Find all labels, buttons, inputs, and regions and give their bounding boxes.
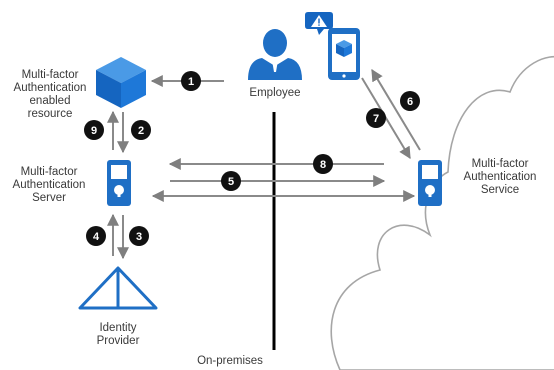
step-badge-8: 8 [313,154,333,174]
on-premises-label: On-premises [197,355,263,367]
identity-provider-label: Identity Provider [96,322,140,347]
step-badge-3: 3 [129,226,149,246]
step-badge-2: 2 [131,120,151,140]
step-badge-9: 9 [84,120,104,140]
pyramid-icon [78,266,158,310]
mobile-phone-icon [328,28,360,80]
blue-cube-icon [96,57,146,108]
step-badge-7: 7 [366,108,386,128]
warning-triangle-icon [305,12,333,35]
svg-text:2: 2 [138,125,144,137]
step-badge-4: 4 [86,226,106,246]
secure-phone-icon [418,160,442,206]
employee-label: Employee [249,87,301,99]
server-label: Multi-factor Authentication Server [12,166,86,204]
svg-text:4: 4 [93,231,100,243]
arrow-step-6 [371,68,421,151]
cloud-outline [330,56,554,370]
svg-text:8: 8 [320,159,326,171]
step-badge-6: 6 [400,91,420,111]
step-badge-5: 5 [221,171,241,191]
resource-label: Multi-factor Authentication enabled reso… [13,69,87,120]
svg-text:6: 6 [407,96,413,108]
step-badge-1: 1 [181,71,201,91]
service-label: Multi-factor Authentication Service [463,158,537,196]
secure-phone-icon [107,160,131,206]
svg-text:9: 9 [91,125,97,137]
svg-text:7: 7 [373,113,379,125]
person-icon [248,29,302,80]
svg-text:5: 5 [228,176,234,188]
svg-text:3: 3 [136,231,142,243]
svg-text:1: 1 [188,76,194,88]
